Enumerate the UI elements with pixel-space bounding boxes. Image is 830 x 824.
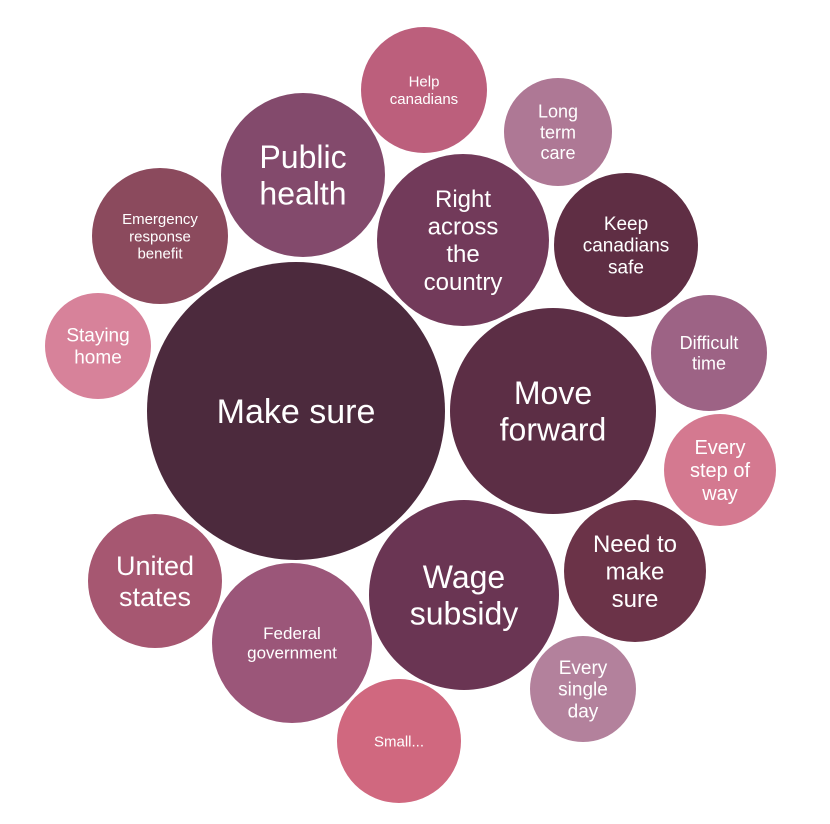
bubble-circle-help-canadians bbox=[361, 27, 487, 153]
bubble-circle-move-forward bbox=[450, 308, 656, 514]
bubble-circle-small bbox=[337, 679, 461, 803]
bubble-small: Small... bbox=[337, 679, 461, 803]
bubble-circle-united-states bbox=[88, 514, 222, 648]
bubble-circle-make-sure bbox=[147, 262, 445, 560]
bubble-circle-long-term-care bbox=[504, 78, 612, 186]
bubble-circle-need-to-make-sure bbox=[564, 500, 706, 642]
bubble-circle-keep-canadians-safe bbox=[554, 173, 698, 317]
bubble-circle-emergency-response-benefit bbox=[92, 168, 228, 304]
bubble-label-small: Small... bbox=[374, 733, 424, 750]
bubble-circle-federal-government bbox=[212, 563, 372, 723]
bubble-circle-wage-subsidy bbox=[369, 500, 559, 690]
bubble-circle-every-step-of-way bbox=[664, 414, 776, 526]
bubble-make-sure: Make sure bbox=[147, 262, 445, 560]
bubble-circle-public-health bbox=[221, 93, 385, 257]
bubble-circle-every-single-day bbox=[530, 636, 636, 742]
bubble-label-make-sure: Make sure bbox=[217, 393, 376, 431]
bubble-circle-right-across-the-country bbox=[377, 154, 549, 326]
bubble-circle-difficult-time bbox=[651, 295, 767, 411]
bubble-circle-staying-home bbox=[45, 293, 151, 399]
